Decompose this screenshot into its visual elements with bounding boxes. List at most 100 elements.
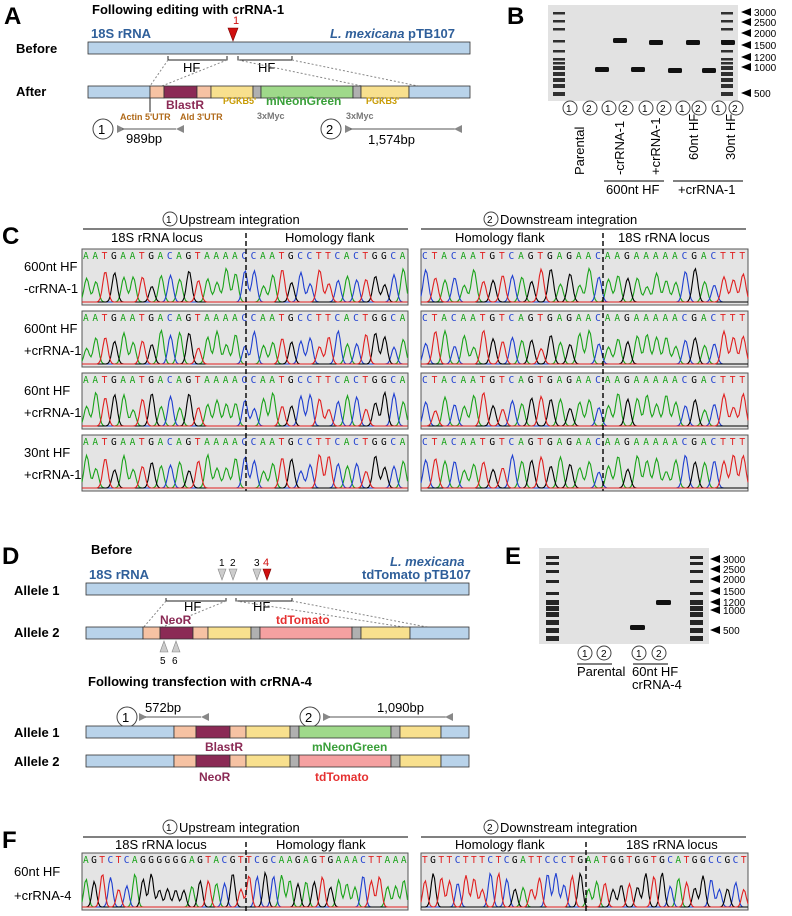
base-call: C [334, 313, 340, 324]
base-call: G [230, 855, 236, 866]
base-call: A [158, 437, 164, 448]
base-call: C [595, 437, 601, 448]
crrna-label: crRNA-4 [632, 677, 682, 692]
base-call: T [739, 375, 745, 386]
base-call: T [139, 437, 145, 448]
base-call: G [489, 375, 495, 386]
base-call: A [232, 375, 238, 386]
lane-number: 1 [582, 649, 588, 660]
base-call: G [624, 313, 630, 324]
base-call: G [618, 855, 624, 866]
hf-right-label: HF [258, 60, 275, 75]
base-call: A [653, 313, 659, 324]
tdtomato-ptb107-label: tdTomato pTB107 [362, 567, 471, 582]
base-call: C [682, 251, 688, 262]
base-call: G [288, 251, 294, 262]
homology-flank-label: Homology flank [276, 837, 366, 852]
ladder-band [553, 58, 565, 61]
row-label: 600nt HF [24, 321, 78, 336]
base-call: T [279, 251, 285, 262]
ladder-band [553, 20, 565, 23]
base-call: T [447, 855, 453, 866]
base-call: G [528, 437, 534, 448]
integration-1-badge [162, 211, 178, 227]
base-call: T [471, 855, 477, 866]
neor-label: NeoR [160, 613, 192, 627]
allele-2-label: Allele 2 [14, 625, 60, 640]
base-call: G [185, 313, 191, 324]
base-call: T [116, 855, 122, 866]
base-call: A [223, 375, 229, 386]
base-call: T [480, 313, 486, 324]
primer-reverse-icon [176, 125, 184, 133]
base-call: A [586, 375, 592, 386]
pcr-band [631, 67, 645, 72]
base-call: A [120, 251, 126, 262]
myc-label-2: 3xMyc [346, 111, 374, 121]
mneongreen-label: mNeonGreen [266, 94, 341, 108]
pcr-band [595, 67, 609, 72]
row-label: 60nt HF [14, 864, 60, 879]
base-call: C [297, 375, 303, 386]
base-call: C [455, 855, 461, 866]
ladder-band [721, 12, 733, 15]
base-call: C [711, 251, 717, 262]
base-call: T [139, 375, 145, 386]
lane-group-label: +crRNA-1 [648, 118, 663, 175]
ladder-band [553, 84, 565, 88]
base-call: A [460, 313, 466, 324]
ladder-band [546, 562, 559, 565]
base-call: C [334, 251, 340, 262]
base-call: T [730, 437, 736, 448]
base-call: T [569, 855, 575, 866]
allele-2-construct [85, 626, 470, 640]
allele-1-bar [85, 582, 470, 596]
pgkb5-label: PGKB5' [223, 96, 256, 106]
base-call: C [545, 855, 551, 866]
base-call: C [334, 375, 340, 386]
integration-1-badge [162, 819, 178, 835]
base-call: A [204, 375, 210, 386]
marker-size-label: 1500 [754, 41, 777, 52]
base-call: A [269, 251, 275, 262]
cut-number: 6 [172, 656, 178, 667]
base-call: T [139, 313, 145, 324]
base-call: A [586, 437, 592, 448]
row-label: 60nt HF [24, 383, 70, 398]
base-call: A [204, 437, 210, 448]
allele-1-after-construct [85, 725, 470, 739]
neor-label: NeoR [199, 770, 231, 784]
base-call: C [254, 855, 260, 866]
ladder-band [546, 606, 559, 611]
base-call: A [83, 375, 89, 386]
base-call: A [672, 313, 678, 324]
base-call: A [518, 375, 524, 386]
base-call: C [222, 855, 228, 866]
base-call: G [173, 855, 179, 866]
base-call: C [270, 855, 276, 866]
base-call: A [344, 251, 350, 262]
base-call: T [319, 855, 325, 866]
base-call: C [390, 437, 396, 448]
base-call: C [504, 855, 510, 866]
base-call: A [260, 437, 266, 448]
base-call: T [480, 437, 486, 448]
base-call: G [691, 437, 697, 448]
base-call: C [251, 375, 257, 386]
marker-arrow-icon [710, 565, 720, 573]
blastr-label: BlastR [166, 98, 204, 112]
row-label: +crRNA-1 [24, 405, 81, 420]
lane-number: 2 [622, 104, 628, 115]
base-call: A [662, 313, 668, 324]
mneongreen-label: mNeonGreen [312, 740, 387, 754]
lane-group-label: Parental [572, 126, 587, 175]
base-call: G [372, 251, 378, 262]
base-call: A [576, 313, 582, 324]
base-call: G [185, 375, 191, 386]
ladder-band [721, 92, 733, 96]
base-call: A [605, 375, 611, 386]
panel-f-letter: F [2, 827, 17, 854]
base-call: A [557, 251, 563, 262]
homology-flank-label: Homology flank [285, 230, 375, 245]
